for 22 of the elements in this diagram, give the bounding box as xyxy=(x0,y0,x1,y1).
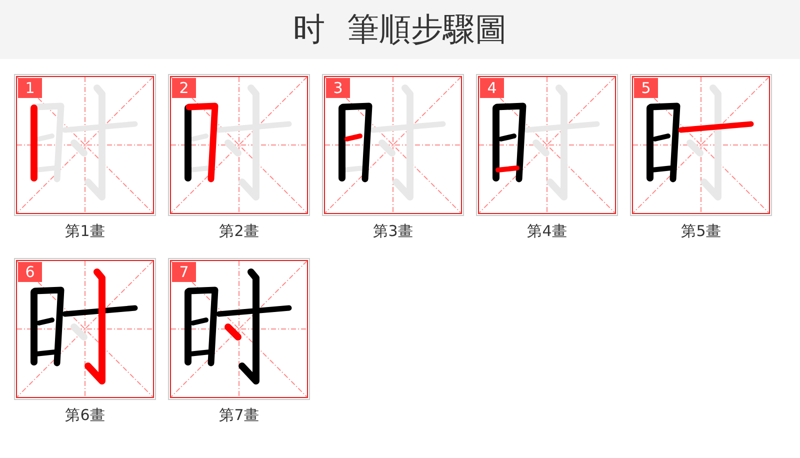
step-caption: 第5畫 xyxy=(680,221,722,241)
stroke-step-tile xyxy=(322,74,464,216)
step-number-badge: 4 xyxy=(480,78,504,98)
stroke-step-tile xyxy=(168,258,310,400)
stroke-step-tile xyxy=(476,74,618,216)
page-title: 时 筆順步驟圖 xyxy=(292,9,508,49)
step-caption: 第2畫 xyxy=(218,221,260,241)
step-caption: 第3畫 xyxy=(372,221,414,241)
stroke-step-tile xyxy=(14,74,156,216)
step-caption: 第7畫 xyxy=(218,405,260,425)
stroke-step-tile xyxy=(168,74,310,216)
step-number-badge: 5 xyxy=(634,78,658,98)
stroke-step-tile xyxy=(630,74,772,216)
step-number-badge: 6 xyxy=(18,262,42,282)
step-caption: 第4畫 xyxy=(526,221,568,241)
stroke-step-tile xyxy=(14,258,156,400)
step-caption: 第1畫 xyxy=(64,221,106,241)
step-number-badge: 2 xyxy=(172,78,196,98)
step-number-badge: 3 xyxy=(326,78,350,98)
step-number-badge: 7 xyxy=(172,262,196,282)
step-caption: 第6畫 xyxy=(64,405,106,425)
step-number-badge: 1 xyxy=(18,78,42,98)
